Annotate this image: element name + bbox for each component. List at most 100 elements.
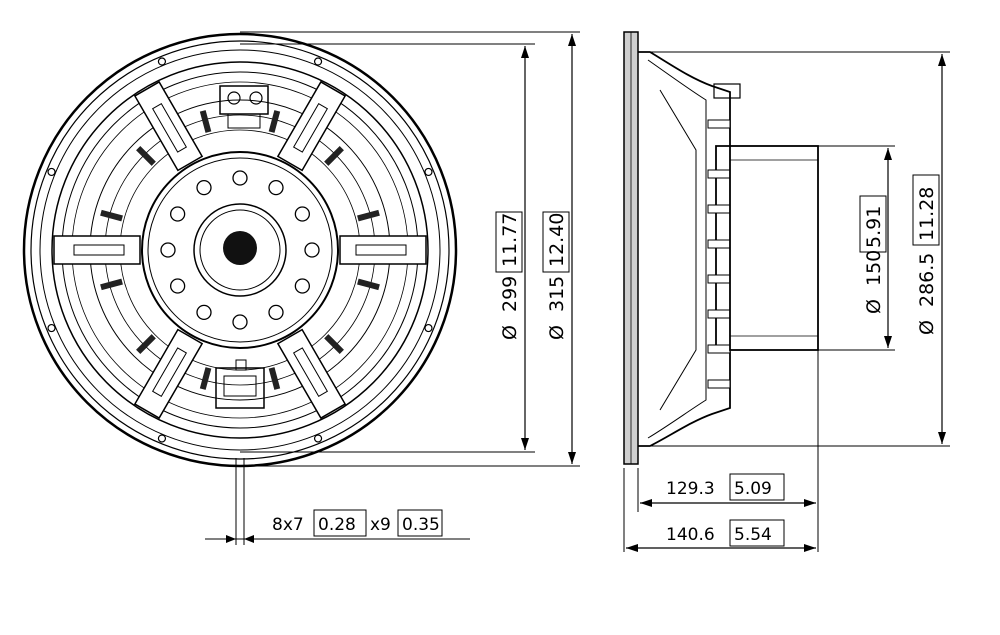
side-ribs [707, 119, 731, 389]
vent-slot-group [324, 334, 344, 354]
dia-symbol-315: Ø [546, 325, 568, 340]
mounting-hole [424, 167, 433, 177]
frame-ring-4 [51, 61, 429, 439]
label-299: Ø 299 11.77 [495, 211, 523, 340]
vent-slot [357, 209, 380, 222]
dim-hole-in2: 0.35 [402, 515, 440, 535]
arrow-2865-top [938, 54, 946, 66]
side-rib [707, 204, 731, 214]
basket-spoke [276, 80, 347, 172]
vent-slot-group [199, 367, 212, 390]
dia-symbol-299: Ø [499, 325, 521, 340]
spoke-slot [292, 103, 329, 153]
magnet-plate [141, 151, 339, 349]
vent-slot-group [136, 334, 156, 354]
dim-1293-in: 5.09 [734, 479, 772, 499]
bolt-holes [160, 170, 320, 330]
dia-symbol-150: Ø [863, 299, 885, 314]
vent-slots [100, 110, 380, 390]
basket-spoke [133, 328, 204, 420]
terminal-bottom [215, 359, 265, 409]
vent-slot-group [357, 278, 380, 291]
basket-spoke [53, 235, 141, 265]
dim-2865-in: 11.28 [916, 187, 938, 241]
arrow-299-bottom [521, 438, 529, 450]
side-rib [707, 309, 731, 319]
dim-150-in: 5.91 [863, 206, 885, 248]
spoke-slot [355, 244, 407, 256]
vent-slot [136, 146, 156, 166]
basket-outline [638, 51, 731, 447]
label-1406: 140.6 5.54 [666, 519, 785, 547]
bolt-hole [169, 278, 186, 294]
vent-slot [199, 110, 212, 133]
label-315: Ø 315 12.40 [542, 211, 570, 340]
vent-slot [268, 367, 281, 390]
dim-2865-mm: 286.5 [916, 253, 938, 307]
spoke-slot [73, 244, 125, 256]
arrow-2865-bottom [938, 432, 946, 444]
dim-315-in: 12.40 [546, 213, 568, 267]
mounting-hole [313, 57, 323, 66]
mounting-holes [47, 57, 433, 443]
bolt-hole [294, 206, 311, 222]
dim-1406-mm: 140.6 [666, 525, 715, 545]
bolt-hole [232, 314, 248, 330]
arrow-315-bottom [568, 452, 576, 464]
dim-hole-in: 0.28 [318, 515, 356, 535]
arrow-315-top [568, 34, 576, 46]
hole-arrow-left [226, 535, 236, 543]
vent-slot [324, 334, 344, 354]
vent-slot-group [199, 110, 212, 133]
arrow-150-bottom [884, 336, 892, 348]
side-rib [707, 344, 731, 354]
basket-spoke [339, 235, 427, 265]
dim-315-mm: 315 [546, 276, 568, 312]
vent-slot-group [268, 367, 281, 390]
magnet-plate-inner [147, 157, 333, 343]
dim-299-mm: 299 [499, 276, 521, 312]
vent-slot-group [100, 209, 123, 222]
side-magnet [729, 145, 819, 351]
bolt-hole [294, 278, 311, 294]
dim-hole-mm: 8x7 [272, 515, 304, 535]
arrow-150-top [884, 148, 892, 160]
vent-hole [223, 231, 257, 265]
dim-hole-mm2: x9 [370, 515, 391, 535]
side-rib [707, 119, 731, 129]
pole-piece [193, 203, 287, 297]
label-1293: 129.3 5.09 [666, 473, 785, 501]
arrow-1406-right [804, 544, 816, 552]
label-hole: 8x7 0.28 x9 0.35 [272, 509, 443, 537]
bolt-hole [169, 206, 186, 222]
spoke-slot [292, 347, 329, 397]
vent-slot-group [136, 146, 156, 166]
arrow-1293-left [640, 499, 652, 507]
frame-ring-3 [39, 49, 441, 451]
basket-spoke [133, 80, 204, 172]
vent-slot [100, 209, 123, 222]
front-view: Ø 299 11.77 Ø 315 12.40 8x7 0.28 x9 0.35 [22, 31, 580, 545]
frame-ring-2 [30, 40, 450, 460]
side-rib [707, 274, 731, 284]
side-rib [707, 239, 731, 249]
vent-slot [268, 110, 281, 133]
side-view: Ø 150 5.91 Ø 286.5 11.28 129.3 5.09 [623, 31, 950, 552]
vent-slot-group [100, 278, 123, 291]
arrow-1406-left [626, 544, 638, 552]
bolt-hole [232, 170, 248, 186]
vent-slot [357, 278, 380, 291]
side-rib [707, 379, 731, 389]
mounting-hole [313, 434, 323, 443]
terminal-top [219, 85, 269, 129]
dim-1406-in: 5.54 [734, 525, 772, 545]
side-rib [707, 169, 731, 179]
bolt-hole [196, 304, 212, 321]
bolt-hole [196, 179, 212, 196]
bolt-hole [160, 242, 176, 258]
basket-spoke [276, 328, 347, 420]
dim-1293-mm: 129.3 [666, 479, 715, 499]
spoke-slot [151, 103, 188, 153]
